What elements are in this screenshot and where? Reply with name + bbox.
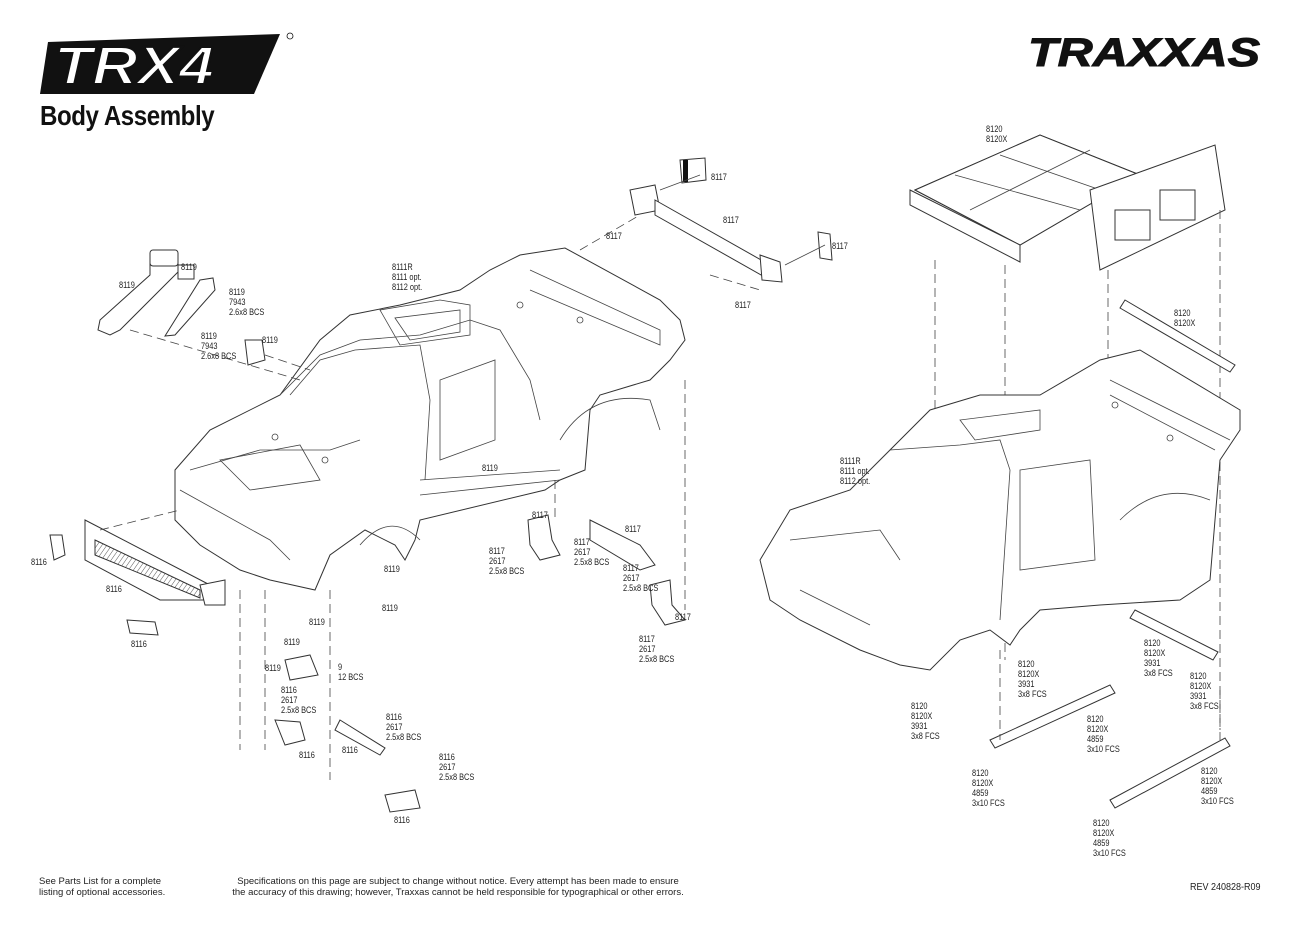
traxxas-text: TRAXXAS [1028, 31, 1260, 75]
trx4-logo: TRX4 [40, 32, 294, 97]
trx-text: TRX4 [54, 36, 214, 96]
callout-bumper-rear: 8117 [723, 215, 739, 225]
callout-mirror-b: 8119 [181, 262, 197, 272]
traxxas-logo: TRAXXAS [1022, 30, 1264, 76]
disclaimer: Specifications on this page are subject … [228, 876, 688, 898]
callout-step-8117: 8117 [532, 510, 548, 520]
right-roof-rack [909, 134, 1236, 730]
page-title: Body Assembly [40, 100, 215, 131]
disclaimer-line: the accuracy of this drawing; however, T… [232, 887, 684, 898]
parts-list-note: See Parts List for a complete listing of… [39, 876, 165, 898]
left-light-bar [97, 249, 311, 381]
disclaimer-line: Specifications on this page are subject … [237, 876, 679, 887]
callout-taillight-right: 8117 [832, 241, 848, 251]
callout-skid-8116: 8116 [299, 750, 315, 760]
left-body-shell [174, 247, 686, 591]
left-front-parts [49, 509, 421, 813]
callout-mirror-a: 8119 [119, 280, 135, 290]
callout-pins-b: 8117 [735, 300, 751, 310]
left-steps [527, 380, 686, 626]
callout-hook-8119-b: 8119 [284, 637, 300, 647]
parts-note-line: listing of optional accessories. [39, 887, 166, 898]
left-tail-section [579, 157, 833, 291]
callout-fender-8119-b: 8119 [382, 603, 398, 613]
callout-step-rear-8117: 8117 [675, 612, 691, 622]
callout-bar-8116: 8116 [342, 745, 358, 755]
callout-mount-8119: 8119 [262, 335, 278, 345]
revision-label: REV 240828-R09 [1190, 882, 1261, 893]
parts-note-line: See Parts List for a complete [39, 876, 161, 887]
callout-door-8119: 8119 [482, 463, 498, 473]
callout-taillight-top: 8117 [711, 172, 727, 182]
right-body-shell [759, 349, 1241, 671]
callout-hook-mount-8119: 8119 [265, 663, 281, 673]
callout-plate-8116: 8116 [131, 639, 147, 649]
callout-grille-8116: 8116 [106, 584, 122, 594]
callout-fog-8116: 8116 [31, 557, 47, 567]
callout-hook-8119-a: 8119 [309, 617, 325, 627]
callout-rail-8117: 8117 [625, 524, 641, 534]
callout-winch-8116: 8116 [394, 815, 410, 825]
callout-pins-a: 8117 [606, 231, 622, 241]
right-rails [989, 609, 1231, 809]
callout-fender-8119-a: 8119 [384, 564, 400, 574]
